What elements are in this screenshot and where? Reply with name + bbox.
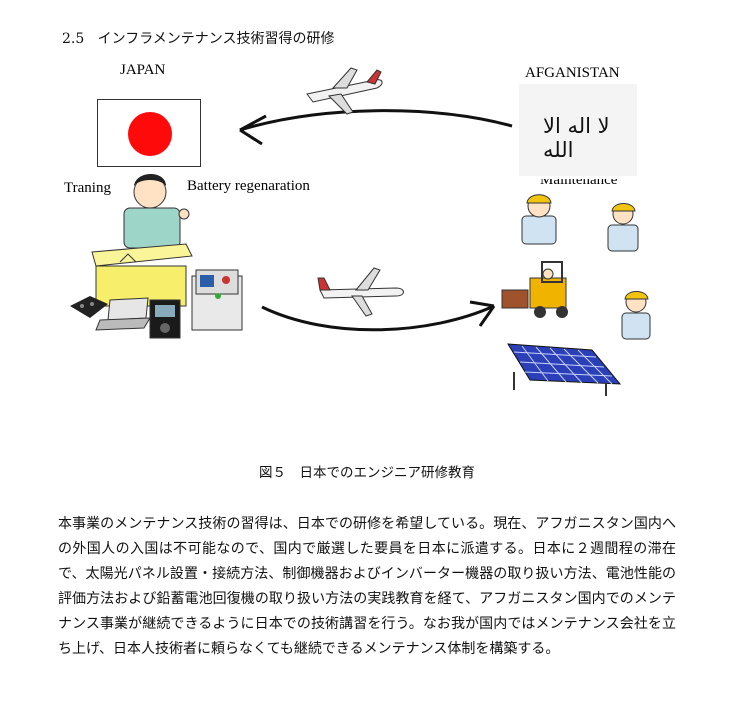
label-maintenance: Maintenance [540,172,618,188]
airplane-icon [317,267,404,317]
afghanistan-flag-icon: لا اله الا الله [519,84,637,176]
solar-panel-icon [507,343,622,396]
laptop-icon [95,297,151,331]
body-paragraph: 本事業のメンテナンス技術の習得は、日本での研修を希望している。現在、アフガニスタ… [58,516,676,657]
figure-drawings [70,67,651,396]
flag-script: لا اله الا الله [543,114,612,162]
section-title: インフラメンテナンス技術習得の研修 [97,31,335,47]
worker-icon [607,203,639,252]
arrow-to-japan-icon [239,109,513,146]
label-afganistan: AFGANISTAN [525,65,620,81]
section-number: 2.5 [62,31,85,47]
section-heading: 2.5 インフラメンテナンス技術習得の研修 [62,28,335,48]
japan-flag-icon [97,99,201,167]
forklift-icon [501,261,568,318]
meter-icon [149,299,181,339]
podium-icon [91,243,193,307]
label-battery: Battery regenaration [187,178,310,194]
trainer-icon [123,174,190,249]
control-cabinet-icon [191,269,243,331]
training-figure: JAPAN AFGANISTAN Traning Battery regenar… [64,62,651,396]
airplane-icon [306,67,383,115]
arrow-to-afghanistan-icon [261,300,496,332]
battery-icon [70,296,108,318]
label-japan: JAPAN [120,62,166,78]
figure-caption: 図５ 日本でのエンジニア研修教育 [259,465,475,481]
worker-icon [621,291,651,340]
label-training: Traning [64,180,111,196]
worker-icon [521,194,557,245]
